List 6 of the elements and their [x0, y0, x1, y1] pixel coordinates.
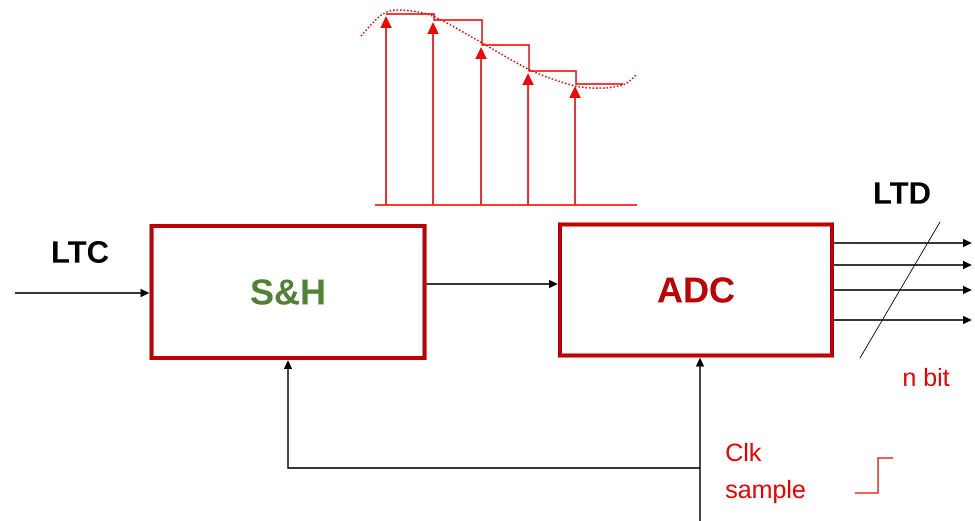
block-box: S&H: [150, 224, 426, 360]
block-box: ADC: [558, 222, 834, 358]
signal-label: LTD: [875, 182, 930, 204]
bit-width-label: n bit: [904, 368, 950, 386]
clock-label: Clk sample: [726, 442, 805, 504]
signal-label: LTC: [53, 241, 108, 263]
